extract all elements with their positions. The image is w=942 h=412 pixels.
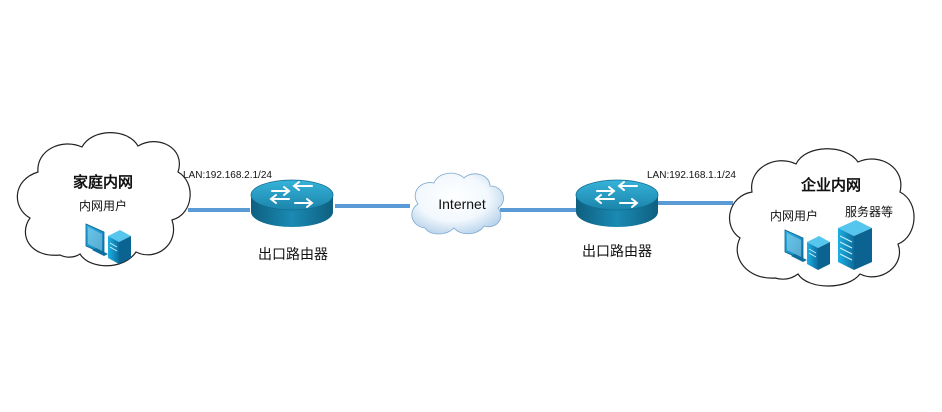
enterprise-lan-label: LAN:192.168.1.1/24 [647,170,736,181]
router-right-label: 出口路由器 [582,244,652,260]
router-left-icon [250,179,334,227]
internet-label: Internet [438,196,486,212]
enterprise-network-title: 企业内网 [800,176,861,194]
enterprise-user-label: 内网用户 [770,208,818,223]
enterprise-pc-icon [784,229,830,270]
enterprise-server-label: 服务器等 [845,204,893,219]
server-icon [838,220,872,270]
home-user-label: 内网用户 [79,198,127,213]
router-left-label: 出口路由器 [258,247,328,263]
home-network-cloud [16,132,191,267]
home-lan-label: LAN:192.168.2.1/24 [183,170,272,181]
internet-cloud-icon [411,172,504,235]
home-network-title: 家庭内网 [73,173,133,191]
router-right-icon [575,179,659,227]
home-pc-icon [85,223,131,264]
